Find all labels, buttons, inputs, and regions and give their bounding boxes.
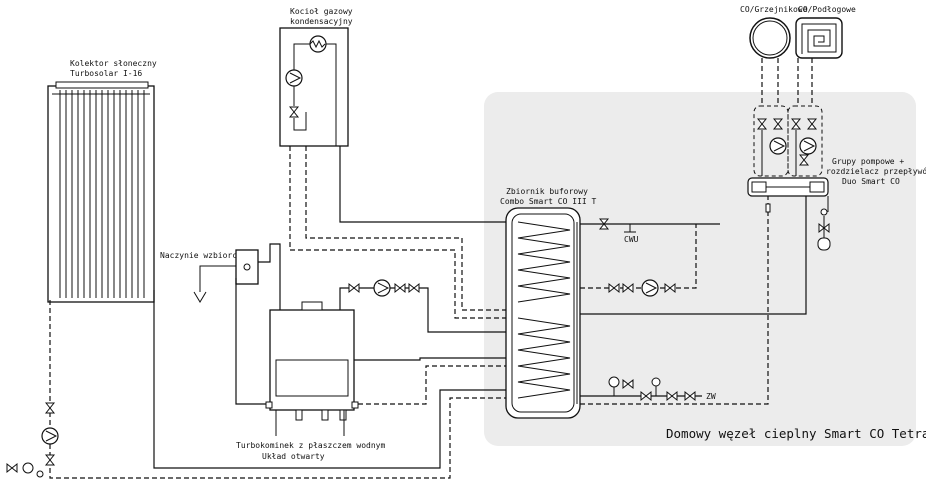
tank-coil-upper [517, 221, 571, 303]
fireplace-label-1: Turbokominek z płaszczem wodnym [236, 441, 385, 450]
zw-label: ZW [706, 392, 716, 401]
solar-return-pipe [49, 300, 506, 479]
solar-pump-group [6, 402, 59, 478]
buffer-tank [505, 207, 581, 419]
boiler-return-pipe-2 [305, 146, 506, 311]
tank-coil-lower [517, 317, 571, 399]
floor-pipes [797, 58, 813, 106]
fireplace-return-pipe-2 [354, 357, 506, 361]
buffer-tank-label-2: Combo Smart CO III T [500, 197, 597, 206]
pump-groups [747, 105, 829, 213]
cold-water-fittings [608, 376, 696, 401]
cwu-label: CWU [624, 235, 639, 244]
gas-boiler [279, 27, 349, 147]
expansion-vessel [193, 243, 281, 405]
fireplace-flow-pipe [339, 287, 506, 333]
pump-groups-label-1: Grupy pompowe + [832, 157, 904, 166]
radiators-label: CO/Grzejnikowe [740, 5, 808, 14]
heating-flow-pipe [580, 196, 807, 315]
floor-heating-symbol [795, 17, 843, 59]
fireplace [265, 301, 359, 436]
radiators-symbol [749, 17, 791, 59]
radiator-pipes [761, 58, 779, 106]
boiler-flow-pipe [339, 146, 506, 223]
solar-collector-label-2: Turbosolar I-16 [70, 69, 142, 78]
pump-groups-label-3: Duo Smart CO [842, 177, 900, 186]
pump-groups-label-2: rozdzielacz przepływów [826, 166, 926, 176]
expansion-vessel-label: Naczynie wzbiorcze [160, 251, 247, 260]
gas-boiler-label-1: Kocioł gazowy [290, 7, 353, 16]
system-panel-label: Domowy węzeł cieplny Smart CO Tetrad [666, 426, 926, 441]
solar-collector [47, 81, 155, 303]
boiler-return-pipe-1 [289, 146, 506, 319]
fireplace-label-2: Układ otwarty [262, 452, 325, 461]
circulation-pipe [580, 224, 697, 289]
gas-boiler-label-2: kondensacyjny [290, 17, 353, 26]
heating-expansion [817, 196, 831, 251]
buffer-tank-label-1: Zbiornik buforowy [506, 187, 588, 196]
solar-collector-label-1: Kolektor słoneczny [70, 59, 157, 68]
heating-return-pipe [580, 196, 769, 405]
floor-heating-label: CO/Podłogowe [798, 5, 856, 14]
fireplace-pump-group [348, 279, 420, 297]
fireplace-return-pipe [358, 365, 506, 405]
solar-flow-pipe [153, 290, 506, 469]
